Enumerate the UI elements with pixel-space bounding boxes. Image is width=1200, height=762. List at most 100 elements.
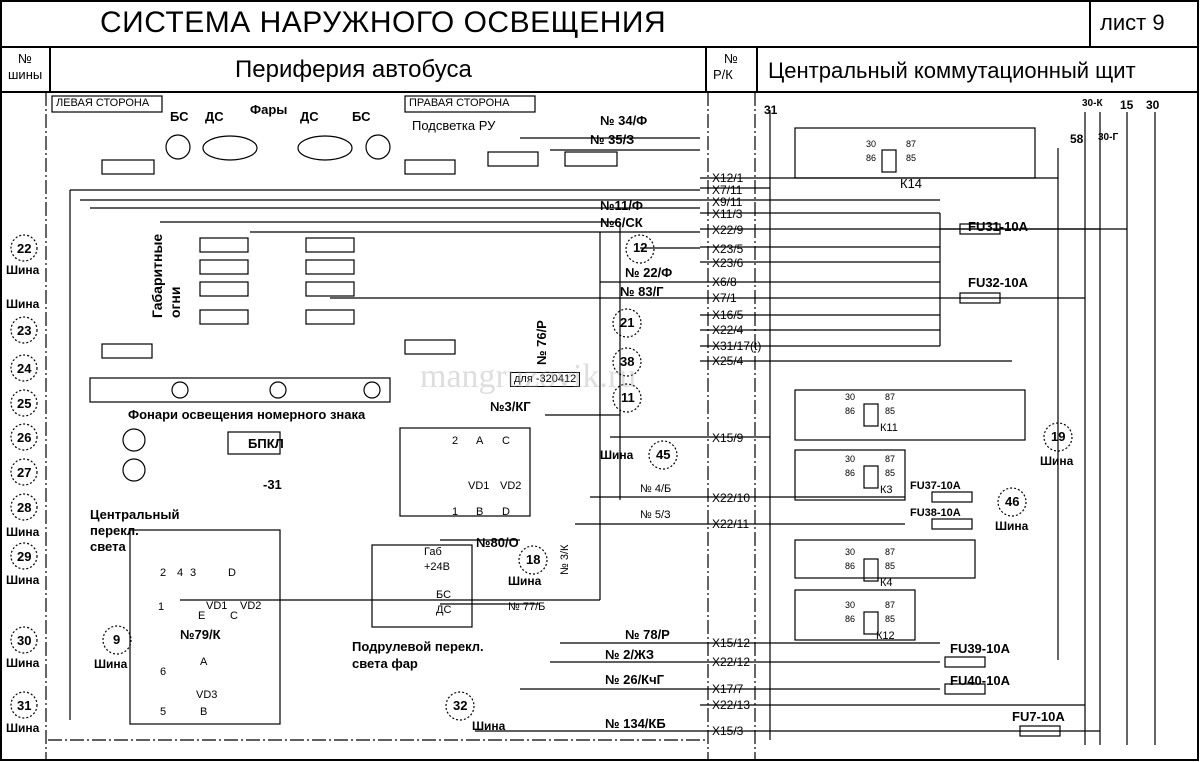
bus-col-label-2: шины — [8, 67, 43, 82]
relay-pin-85: 85 — [885, 561, 896, 571]
bpkl-label: БПКЛ — [248, 436, 284, 451]
left-section-title: Периферия автобуса — [235, 56, 472, 83]
connector-label: X15/9 — [712, 431, 744, 445]
switch-vd1: VD1 — [206, 600, 228, 612]
steer-switch-label-1: Подрулевой перекл. — [352, 639, 484, 654]
left-bus-number: 23 — [17, 323, 32, 338]
wire-label-35: № 35/З — [590, 132, 635, 147]
wire-label-11: №11/Ф — [600, 198, 643, 213]
connector-label: X6/8 — [712, 275, 737, 289]
bus-45-shina: Шина — [600, 448, 634, 462]
left-bus-number: 28 — [17, 500, 32, 515]
relay-pin-85: 85 — [885, 614, 896, 624]
rail-30k: 30-К — [1082, 98, 1103, 109]
rk-col-label-1: № — [724, 51, 738, 66]
ds-label-1: ДС — [205, 109, 224, 124]
minus31-label: -31 — [263, 477, 282, 492]
connector-label: X22/12 — [712, 655, 751, 669]
wire-label-77: № 77/Б — [508, 601, 546, 613]
relay-pin-87: 87 — [885, 392, 896, 402]
rail-30: 30 — [1146, 98, 1160, 112]
ds-label-2: ДС — [300, 109, 319, 124]
relay-pin-87: 87 — [885, 454, 896, 464]
switch-pin-b: B — [200, 706, 208, 718]
left-bus-shina: Шина — [6, 656, 40, 670]
relay-pin-86: 86 — [845, 468, 856, 478]
ru-backlight-label: Подсветка РУ — [412, 118, 496, 133]
connector-label: X9/11 — [712, 195, 743, 209]
bus-46-shina: Шина — [995, 519, 1029, 533]
connector-label: X16/5 — [712, 308, 744, 322]
relay-pin-30: 30 — [845, 454, 856, 464]
wire-label-3k: № 3/К — [559, 544, 571, 575]
connector-label: X22/10 — [712, 491, 751, 505]
left-bus-number: 31 — [17, 698, 32, 713]
relay-k14: К14 — [900, 176, 923, 191]
relay-pin-87: 87 — [906, 139, 917, 149]
headlights-label: Фары — [250, 102, 288, 117]
connector-label: X31/17(t) — [712, 339, 762, 353]
sheet-title: СИСТЕМА НАРУЖНОГО ОСВЕЩЕНИЯ — [100, 6, 667, 39]
relay-pin-85: 85 — [885, 406, 896, 416]
wire-label-3: №3/КГ — [490, 399, 531, 414]
switch-pin-3: 3 — [190, 567, 197, 579]
marker-lights-label-1: Габаритные — [149, 233, 165, 318]
pin-c: C — [502, 435, 510, 447]
wire-label-80: №80/О — [476, 535, 519, 550]
left-bus-shina: Шина — [6, 525, 40, 539]
bus-46: 46 — [1005, 494, 1020, 509]
connector-label: X17/7 — [712, 682, 744, 696]
switch-pin-2: 2 — [160, 567, 167, 579]
relay-pin-85: 85 — [906, 153, 917, 163]
left-bus-number: 22 — [17, 241, 32, 256]
pin-b: B — [476, 506, 484, 518]
bus-9: 9 — [113, 632, 121, 647]
plate-lights-label: Фонари освещения номерного знака — [128, 407, 366, 422]
rail-58: 58 — [1070, 132, 1084, 146]
left-bus-number: 27 — [17, 465, 32, 480]
wire-label-79: №79/К — [180, 627, 221, 642]
bus-32-shina: Шина — [472, 719, 506, 733]
sheet-number: лист 9 — [1100, 10, 1165, 35]
central-switch-label-1: Центральный — [90, 507, 180, 522]
connector-label: X22/13 — [712, 698, 751, 712]
relay-k12: К12 — [876, 630, 895, 642]
bus-19-shina: Шина — [1040, 454, 1074, 468]
left-bus-number: 26 — [17, 430, 32, 445]
bus-col-label-1: № — [18, 51, 32, 66]
relay-pin-87: 87 — [885, 547, 896, 557]
wire-label-2: № 2/ЖЗ — [605, 647, 654, 662]
relay-pin-86: 86 — [845, 406, 856, 416]
bus-45: 45 — [656, 447, 671, 462]
left-bus-shina: Шина — [6, 721, 40, 735]
left-side-label: ЛЕВАЯ СТОРОНА — [56, 97, 150, 109]
connector-label: X25/4 — [712, 354, 744, 368]
wire-label-22: № 22/Ф — [625, 265, 673, 280]
rail-15: 15 — [1120, 98, 1134, 112]
bus-38: 38 — [620, 354, 635, 369]
bus-11: 11 — [621, 390, 635, 405]
bs-label-1: БС — [170, 109, 189, 124]
plus24-label: +24В — [424, 561, 450, 573]
relay-k4: К4 — [880, 577, 893, 589]
wire-label-134: № 134/КБ — [605, 716, 666, 731]
relay-pin-85: 85 — [885, 468, 896, 478]
switch-pin-1: 1 — [158, 601, 165, 613]
fuse-fu37: FU37-10A — [910, 480, 961, 492]
fuse-fu7: FU7-10A — [1012, 709, 1065, 724]
relay-pin-87: 87 — [885, 600, 896, 610]
connector-label: X7/11 — [712, 183, 743, 197]
relay-pin-30: 30 — [845, 547, 856, 557]
wire-label-83: № 83/Г — [620, 284, 664, 299]
left-bus-number: 30 — [17, 633, 32, 648]
switch-pin-4: 4 — [177, 567, 184, 579]
steer-switch-label-2: света фар — [352, 656, 418, 671]
wire-label-78: № 78/Р — [625, 627, 670, 642]
fuse-fu38: FU38-10A — [910, 507, 961, 519]
marker-lights-label-2: огни — [167, 286, 183, 318]
connector-label: X22/9 — [712, 223, 744, 237]
left-bus-number: 29 — [17, 549, 32, 564]
bus-19: 19 — [1051, 429, 1066, 444]
pin-a: A — [476, 435, 484, 447]
